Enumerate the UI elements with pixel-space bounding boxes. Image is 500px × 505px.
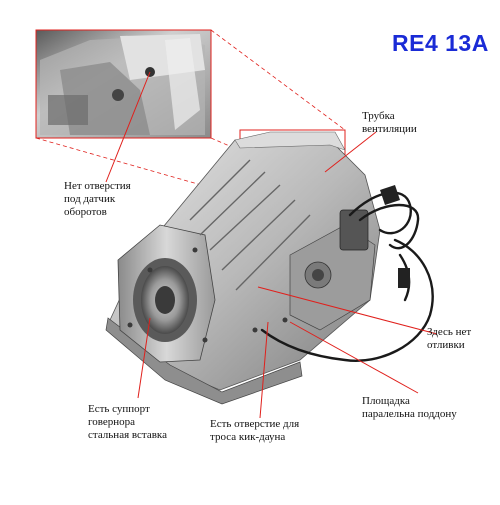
kickdown-hole-label: Есть отверстие для троса кик-дауна <box>210 418 300 443</box>
no-casting-label: Здесь нет отливки <box>427 326 472 351</box>
page-title: RE4 13A <box>392 30 489 56</box>
callout-lines <box>105 71 438 419</box>
no-speed-sensor-hole-label: Нет отверстия под датчик оборотов <box>64 180 131 218</box>
zoom-inset <box>35 29 212 139</box>
pad-parallel-label: Площадка паралельна поддону <box>362 395 457 420</box>
governor-support-label: Есть суппорт говернора стальная вставка <box>88 403 167 441</box>
vent-tube-label: Трубка вентиляции <box>362 110 417 135</box>
transmission-body <box>105 131 434 405</box>
